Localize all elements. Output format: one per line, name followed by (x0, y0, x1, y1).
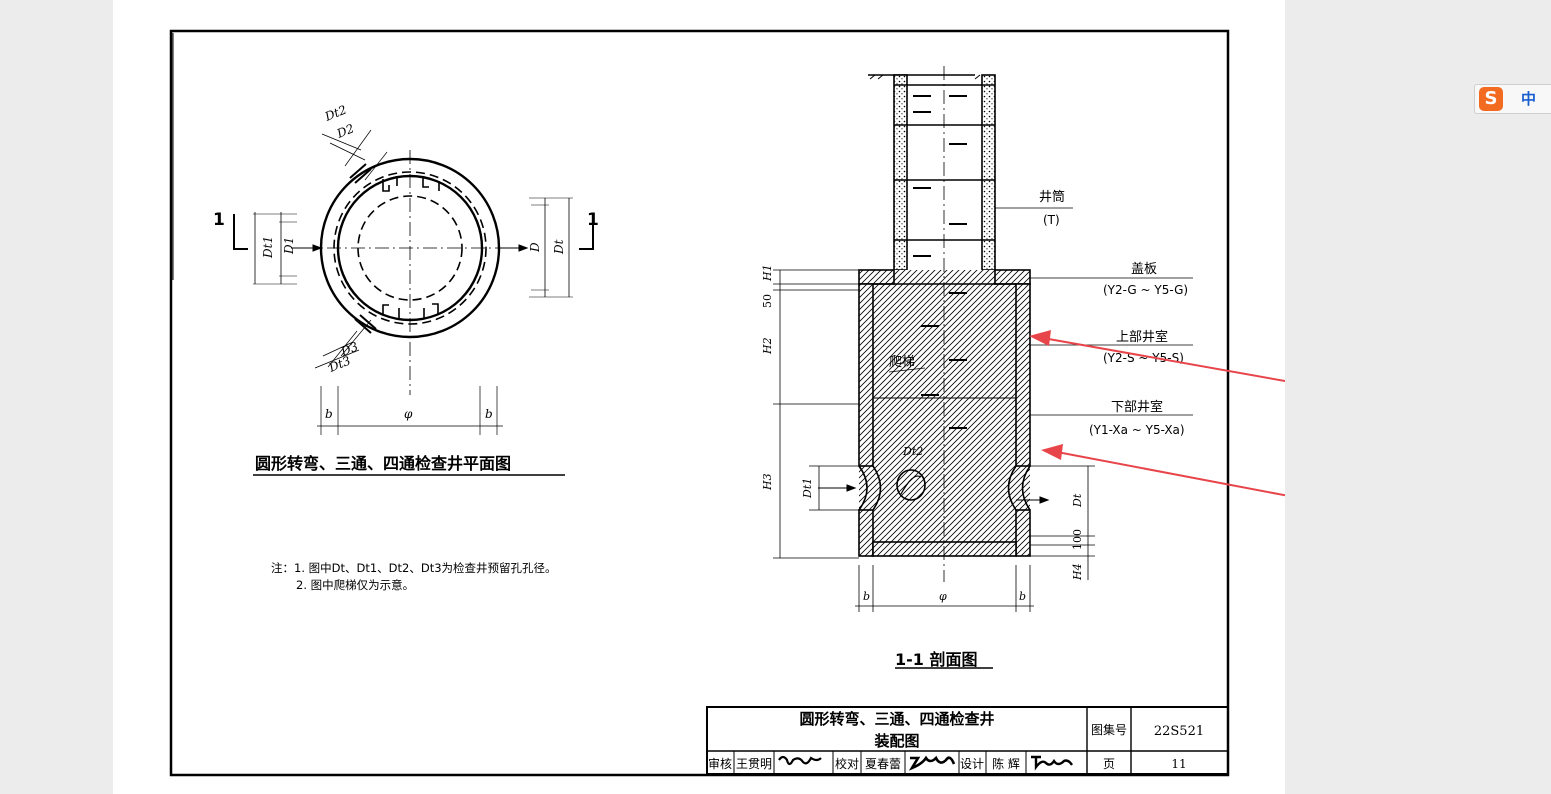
plan-dim-dt2: Dt2 (322, 103, 349, 125)
plan-dim-d2: D2 (334, 121, 356, 141)
sogou-logo-icon[interactable]: S (1479, 87, 1503, 111)
label-upper-chamber: 上部井室 (1116, 329, 1168, 345)
section-mark-right: 1 (587, 210, 599, 230)
atlas-label: 图集号 (1091, 722, 1127, 737)
plan-dim-d1: D1 (282, 237, 296, 255)
title-line-1: 圆形转弯、三通、四通检查井 (799, 710, 994, 728)
note-line-2: 2. 图中爬梯仅为示意。 (296, 578, 414, 592)
label-well-tube: 井筒 (1039, 189, 1065, 205)
designer-name: 陈 辉 (992, 756, 1020, 771)
section-dim-b-right: b (1019, 590, 1026, 603)
label-ladder: 爬梯 (889, 355, 915, 370)
section-dim-b-left: b (863, 590, 870, 603)
section-view (773, 66, 1193, 669)
plan-dim-d: D (528, 242, 542, 253)
section-title: 1-1 剖面图 (895, 650, 977, 669)
check-label: 校对 (835, 756, 859, 771)
plan-view (233, 129, 594, 476)
label-lower-chamber: 下部井室 (1111, 399, 1163, 415)
section-dim-h1: H1 (761, 264, 774, 282)
plan-texts: Dt2 D2 Dt1 D1 D Dt D3 Dt3 b φ b (261, 103, 566, 421)
label-cover: 盖板 (1131, 262, 1157, 277)
title-line-2: 装配图 (873, 732, 919, 750)
document-page: Dt2 D2 Dt1 D1 D Dt D3 Dt3 b φ b 1 1 圆形转弯… (113, 0, 1285, 794)
ime-mode-toggle[interactable]: 中 (1521, 90, 1537, 108)
page-number: 11 (1171, 757, 1186, 771)
plan-dim-d3: D3 (338, 339, 361, 359)
page-label: 页 (1103, 757, 1115, 771)
section-dim-dt: Dt (1071, 493, 1084, 508)
arrow-head-upper (1029, 330, 1051, 346)
checker-signature (908, 755, 956, 771)
review-label: 审核 (708, 756, 732, 771)
label-lower-chamber-code: (Y1-Xa ~ Y5-Xa) (1089, 423, 1185, 437)
section-dim-phi: φ (939, 590, 947, 603)
plan-dim-dt1: Dt1 (261, 236, 275, 259)
section-dim-100: 100 (1071, 529, 1084, 550)
section-dim-h3: H3 (761, 473, 774, 491)
plan-dim-dt: Dt (552, 239, 566, 255)
annotation-arrows (1029, 330, 1285, 497)
section-dim-h4: H4 (1071, 563, 1084, 581)
section-mark-left: 1 (213, 210, 225, 230)
ime-toolbar[interactable]: S 中 (1474, 84, 1551, 114)
plan-dim-phi: φ (404, 407, 413, 421)
label-well-tube-code: (T) (1043, 213, 1060, 227)
reviewer-name: 王贯明 (736, 757, 772, 771)
section-dim-50: 50 (761, 294, 774, 308)
drawing-frame (169, 29, 1230, 777)
section-texts: H1 50 H2 H3 Dt1 Dt2 Dt 100 H4 b φ b 井筒 (… (761, 189, 1188, 669)
reviewer-signature (778, 755, 822, 766)
section-dim-dt2: Dt2 (902, 445, 923, 458)
designer-signature (1031, 755, 1073, 771)
plan-title: 圆形转弯、三通、四通检查井平面图 (255, 454, 511, 473)
design-label: 设计 (960, 757, 984, 771)
atlas-number: 22S521 (1154, 724, 1204, 739)
section-dim-dt1: Dt1 (801, 478, 814, 499)
arrow-head-lower (1041, 444, 1063, 460)
label-upper-chamber-code: (Y2-S ~ Y5-S) (1103, 351, 1184, 365)
label-cover-code: (Y2-G ~ Y5-G) (1103, 283, 1188, 297)
drawing-sheet: Dt2 D2 Dt1 D1 D Dt D3 Dt3 b φ b 1 1 圆形转弯… (169, 29, 1285, 777)
title-block (706, 706, 1229, 775)
plan-dim-b-right: b (485, 407, 493, 421)
note-line-1: 注：1. 图中Dt、Dt1、Dt2、Dt3为检查井预留孔孔径。 (271, 561, 557, 575)
section-dim-h2: H2 (761, 337, 774, 355)
plan-dim-b-left: b (325, 407, 333, 421)
checker-name: 夏春蕾 (865, 757, 901, 771)
